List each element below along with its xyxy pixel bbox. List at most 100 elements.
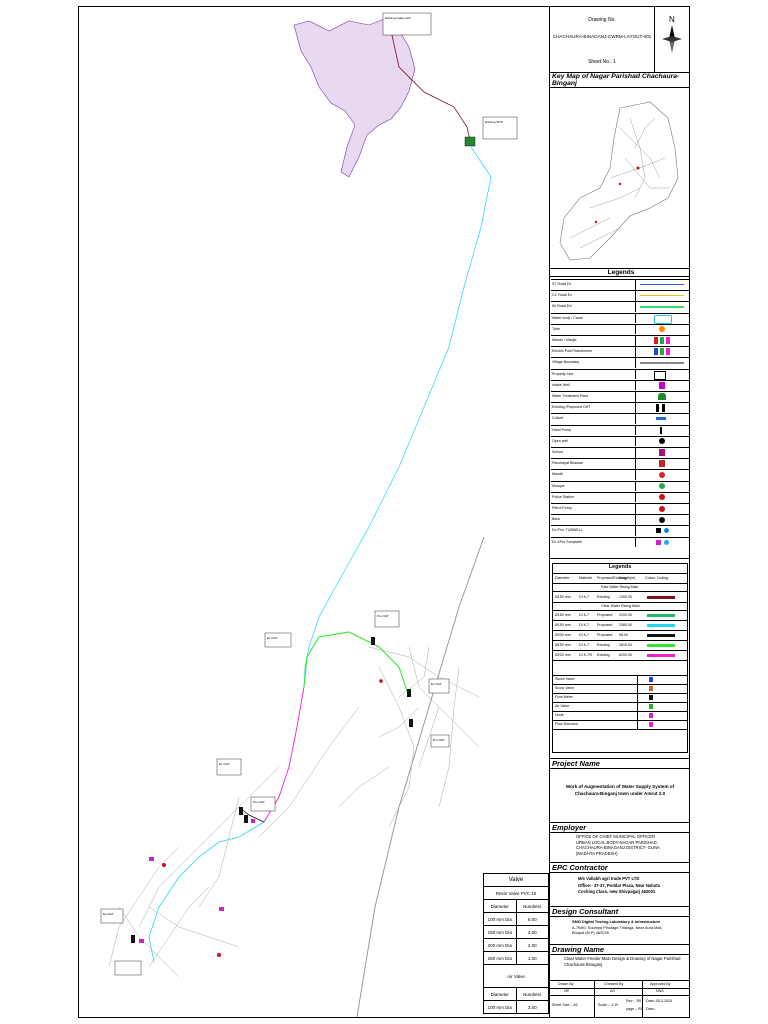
date: Date:-05-2-2024 (646, 999, 673, 1003)
employer-line: CHACHAURA-BINAGANJ DISTRICT- GUNA (576, 845, 660, 850)
pipe-length: 2360.00 (619, 623, 632, 627)
pipe-colour-swatch (647, 644, 675, 647)
air-col-numbers: Numbers (515, 988, 549, 1000)
project-box: Project Name Work of Augmentation of Wat… (550, 759, 690, 823)
legend-label: Existing /Proposed OHT (552, 405, 591, 410)
legend-symbol-icon (635, 336, 690, 346)
legend-row: Open well (551, 435, 689, 447)
legend-row: Existing /Proposed OHT (551, 402, 689, 413)
legend-label: Police Station (552, 494, 574, 499)
legend-row: Bank (551, 514, 689, 525)
valve-row-dia: 100 mm Dia (487, 916, 512, 922)
employer-box: Employer OFFICE OF CHIEF MUNICIPAL OFFIC… (550, 823, 690, 863)
drawing-name-line: Chachaura-Binaganj (564, 962, 603, 967)
valve-row-num: 2.00 (515, 939, 549, 951)
legend-symbol-icon (635, 403, 690, 413)
valve-row-num: 3.00 (515, 926, 549, 938)
table-rule (637, 675, 638, 729)
pipe-material: DI K-7 (579, 623, 590, 627)
legend-symbol-icon (635, 481, 690, 492)
oht-callout-6: Pro OHT (253, 800, 265, 804)
checked-by: AG (610, 989, 616, 993)
valve-col-numbers: Numbers (515, 900, 549, 912)
table-rule (553, 729, 687, 730)
pipe-col-header: Diameter (555, 576, 570, 580)
pipe-status: Proposed (597, 623, 613, 627)
epc-box: EPC Contractor M/s Vallabh agri trade PV… (550, 863, 690, 907)
revision: Rev :- R0 (626, 999, 642, 1003)
table-rule (553, 684, 687, 685)
valve-row-dia: 200 mm Dia (487, 942, 512, 948)
legend-label: Village Boundary (552, 360, 580, 365)
school-markers (162, 679, 383, 957)
legend-label: Culvert (552, 416, 564, 421)
pipe-col-header: Material (579, 576, 592, 580)
legend-symbol-icon (635, 504, 690, 514)
drawing-no: CHACHAURA-BINAGANJ-CWRM-LAYOUT-001 (552, 34, 652, 39)
pipe-status: Existing (597, 653, 610, 657)
pipe-length: 2810.00 (619, 643, 632, 647)
feeder-cyan-west (148, 821, 265, 963)
valve-col-diameter: Diameter (490, 903, 509, 909)
legend-row: Water Treatment Plant (551, 391, 689, 402)
legend-label: Bank (552, 517, 561, 522)
table-rule (553, 660, 687, 661)
legend-symbol-icon (635, 392, 690, 402)
pipe-material: DI K-7 (579, 613, 590, 617)
legend-symbol-icon (635, 324, 690, 335)
valve-row-dia: 250 mm Dia (487, 955, 512, 961)
epc-line: Coching Class, new Shivpagarj 462001 (578, 889, 656, 894)
table-rule (553, 640, 687, 641)
pipe-material: DI K-7 (579, 643, 590, 647)
legend-symbol-icon (635, 470, 690, 480)
table-rule (553, 630, 687, 631)
legend-row: Culvert (551, 413, 689, 424)
oht-markers (131, 637, 413, 943)
legend-symbol-icon (635, 526, 690, 536)
legend-label: Ex./Pro. TUBWELL (552, 528, 583, 533)
drawing-number-box: Drawing No. CHACHAURA-BINAGANJ-CWRM-LAYO… (550, 7, 690, 73)
legend-row: CC Road Ex (551, 290, 689, 301)
pipe-dia: Ø150 mm (555, 613, 571, 617)
table-rule (553, 702, 687, 703)
valve-row-num: 6.00 (515, 913, 549, 925)
legend-label: School (552, 450, 563, 454)
north-arrow-icon: N (662, 15, 682, 53)
air-row-dia: 100 mm Dia (487, 1004, 512, 1010)
employer-line: OFFICE OF CHIEF MUNICIPAL OFFICER (576, 834, 656, 839)
legend-row: Intake Well (551, 379, 689, 391)
valve-legend-icon (649, 722, 653, 727)
legends-heading: Legends (550, 269, 690, 277)
project-heading: Project Name (550, 759, 690, 769)
valve-table-title: Valve (508, 877, 524, 883)
employer-line: URBAN LOCAL BODY-NAGAR PARISHAD, (576, 839, 658, 845)
approved-by: NNA (656, 989, 664, 993)
pipe-status: Existing (597, 595, 610, 599)
consultant-box: Design Consultant SMG Digital Testing La… (550, 907, 690, 945)
legend-symbol-icon (635, 459, 690, 469)
consultant-line: SMG Digital Testing Laboratory & Infrast… (572, 919, 661, 924)
legend-symbol-icon (635, 448, 690, 458)
valve-legend-label: Flow Direction (555, 722, 578, 726)
pipe-legend-heading: Legends (553, 564, 687, 574)
approved-by-label: Approved By (650, 982, 671, 986)
pipe-status: Proposed (597, 613, 613, 617)
legend-label: Ex &Pro Sumpwell (552, 539, 582, 544)
key-map-box: Key Map of Nagar Parishad Chachaura-Bing… (550, 73, 690, 269)
pipe-length: 98.00 (619, 633, 628, 637)
oht-callout-1: Pro OHT (377, 614, 389, 618)
drawing-name-heading: Drawing Name (550, 945, 690, 955)
pipe-col-header: Length(m) (619, 576, 636, 580)
wtp (464, 136, 476, 147)
legend-symbol-icon (635, 492, 690, 503)
air-row-num: 3.00 (515, 1001, 549, 1013)
site-map: Existing Intake well Existing WTP Pro OH… (100, 12, 518, 1017)
legend-row: ST Road Ex (551, 279, 689, 290)
oht-callout-3: Ex OHT (431, 682, 442, 686)
pipe-colour-swatch (647, 596, 675, 599)
pipe-colour-swatch (647, 634, 675, 637)
table-rule (553, 650, 687, 651)
pipe-dia: Ø200 mm (555, 653, 571, 657)
highway (356, 536, 485, 1017)
